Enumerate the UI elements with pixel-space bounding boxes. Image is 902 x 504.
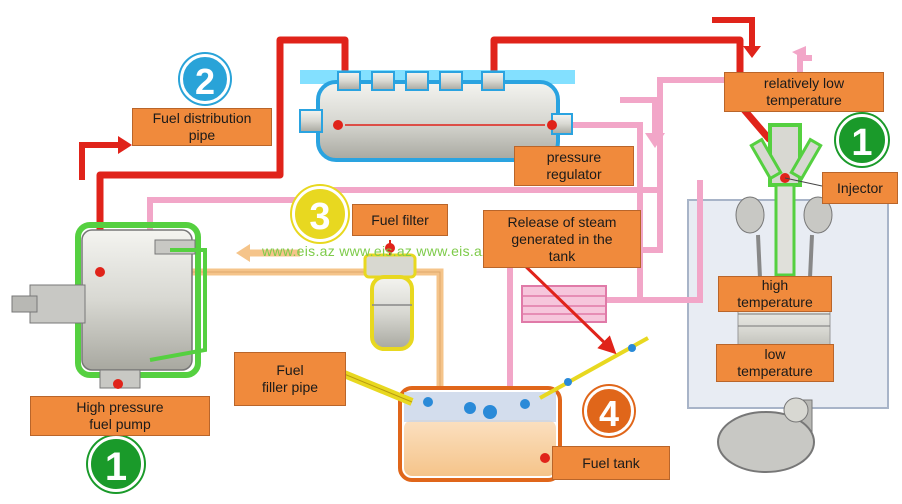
label-high-pressure-fuel-pump: High pressure fuel pump [30,396,210,436]
badge-injector: 1 [836,114,888,166]
return-arrow-icon [620,97,658,135]
fuel-rail-icon [299,70,575,162]
evaporation-canister-icon [521,285,607,323]
fuel-filter-icon [363,240,417,351]
label-relatively-low-temperature: relatively low temperature [724,72,884,112]
fuel-tank-icon [398,386,562,482]
label-fuel-tank: Fuel tank [552,446,670,480]
label-pressure-regulator: pressure regulator [514,146,634,186]
high-pressure-line [96,36,349,270]
label-fuel-distribution-pipe: Fuel distribution pipe [132,108,272,146]
badge-pump: 1 [88,436,144,492]
high-pressure-pump-icon [11,222,207,389]
label-release-of-steam: Release of steam generated in the tank [483,210,641,268]
label-high-temperature: high temperature [718,276,832,312]
label-injector: Injector [822,172,898,204]
label-low-temperature: low temperature [716,344,834,382]
injector-icon [749,123,823,277]
label-fuel-filler-pipe: Fuel filler pipe [234,352,346,406]
badge-filter: 3 [292,186,348,242]
label-fuel-filter: Fuel filter [352,204,448,236]
badge-tank: 4 [584,386,634,436]
badge-rail: 2 [180,54,230,104]
